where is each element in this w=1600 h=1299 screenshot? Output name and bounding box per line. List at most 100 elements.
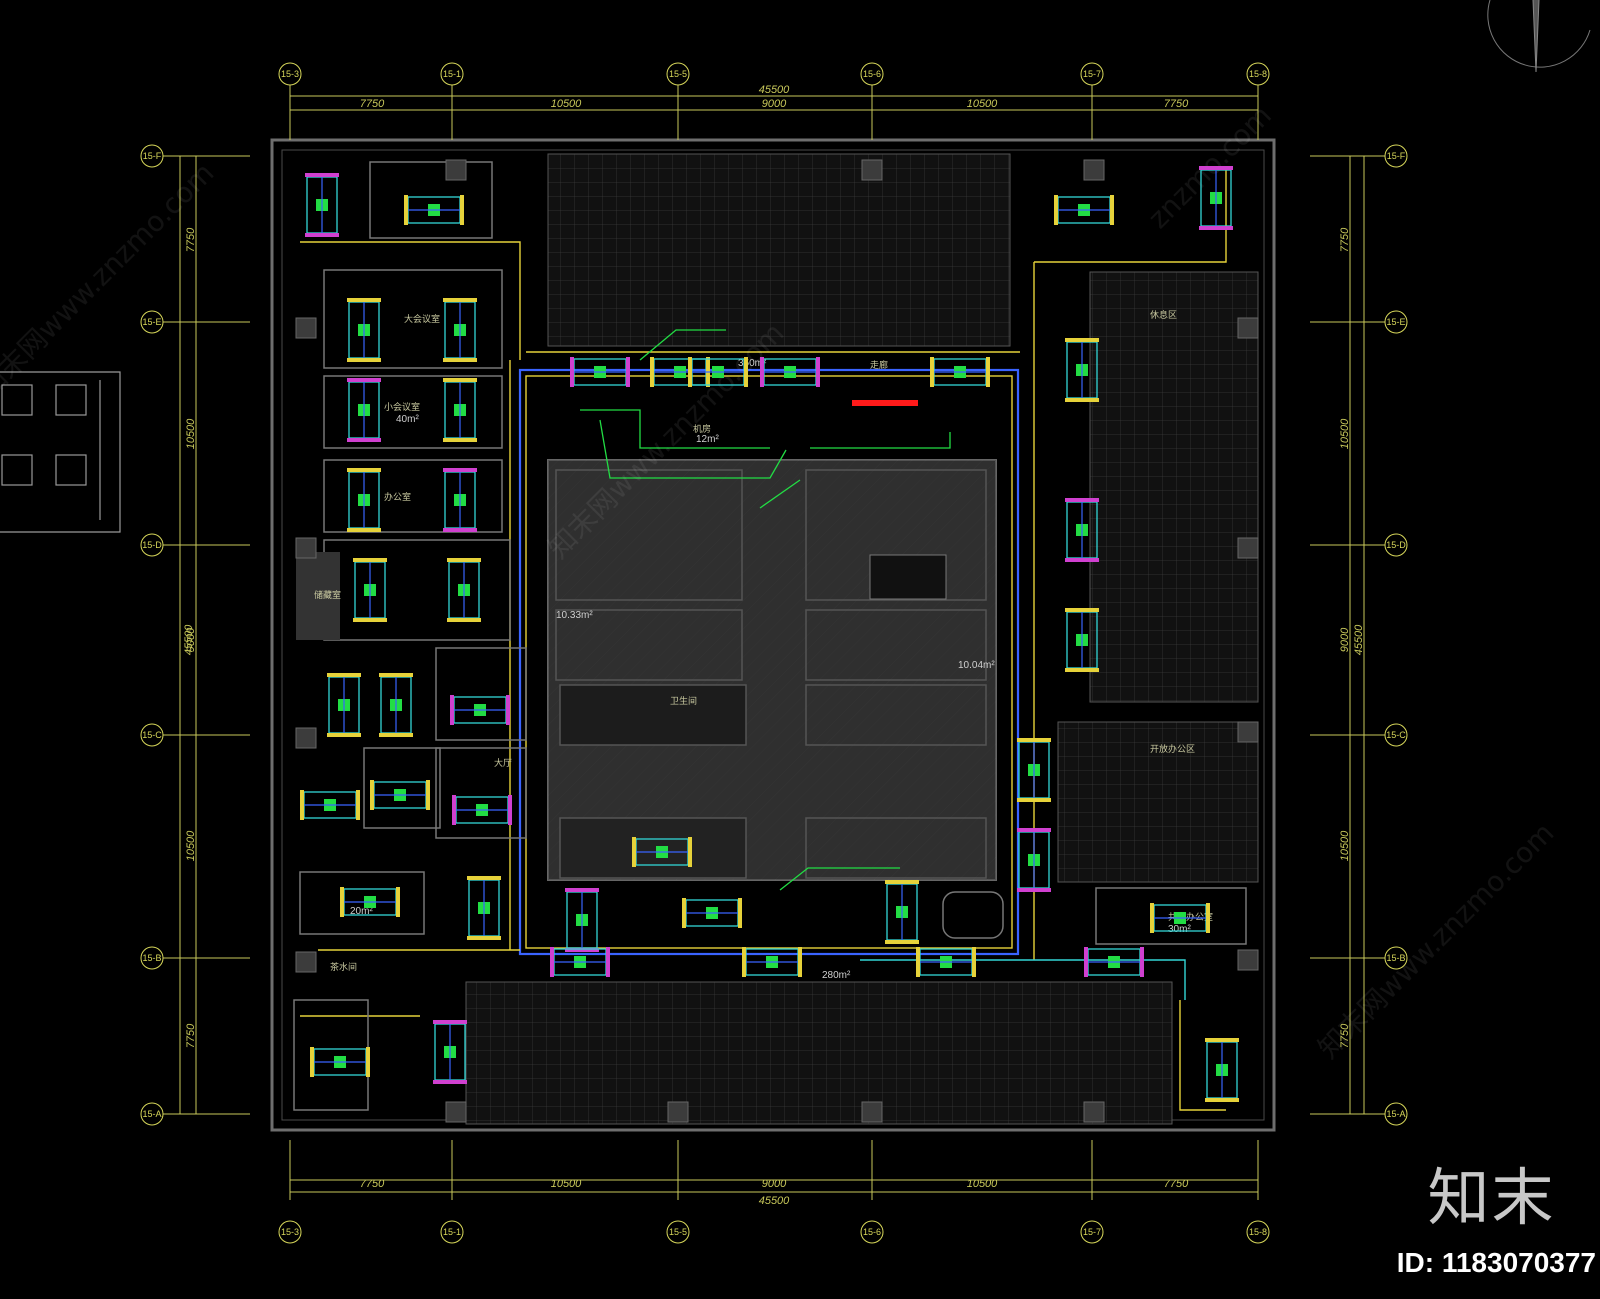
brand-logo: 知末 bbox=[1427, 1161, 1556, 1234]
svg-text:15-F: 15-F bbox=[143, 151, 162, 161]
dim-span-left-2: 10500 bbox=[185, 418, 197, 449]
grid-axis-bottom-5: 15-7 bbox=[1080, 1220, 1104, 1244]
grid-axis-left-1: 15-F bbox=[140, 144, 164, 168]
dim-span-bottom-5: 7750 bbox=[1164, 1178, 1189, 1190]
grid-axis-right-4: 15-C bbox=[1384, 723, 1408, 747]
ceiling-grid-bottom bbox=[465, 981, 1173, 1125]
area-label-left-b: 20m² bbox=[350, 906, 373, 917]
hvac-unit-icon bbox=[433, 1020, 467, 1084]
dim-span-bottom-3: 9000 bbox=[762, 1178, 787, 1190]
hvac-unit-icon bbox=[916, 947, 976, 977]
ceiling-grid-right-lower bbox=[1057, 721, 1259, 883]
room-label-lounge: 休息区 bbox=[1150, 309, 1177, 321]
dim-overall-bottom: 45500 bbox=[759, 1195, 790, 1207]
north-arrow-icon bbox=[1487, 0, 1591, 73]
svg-text:15-5: 15-5 bbox=[669, 1227, 687, 1237]
hvac-units bbox=[300, 166, 1239, 1102]
svg-text:15-6: 15-6 bbox=[863, 69, 881, 79]
hvac-unit-icon bbox=[452, 795, 512, 825]
dim-span-right-5: 7750 bbox=[1339, 1023, 1351, 1048]
grid-axis-right-5: 15-B bbox=[1384, 946, 1408, 970]
hvac-unit-icon bbox=[1017, 738, 1051, 802]
dim-span-top-1: 7750 bbox=[360, 98, 385, 110]
hvac-unit-icon bbox=[570, 357, 630, 387]
hvac-unit-icon bbox=[347, 468, 381, 532]
hvac-unit-icon bbox=[1065, 498, 1099, 562]
grid-axis-top-1: 15-3 bbox=[278, 62, 302, 86]
hvac-unit-icon bbox=[404, 195, 464, 225]
dim-span-left-3: 9000 bbox=[185, 627, 197, 652]
hvac-unit-icon bbox=[347, 378, 381, 442]
grid-axis-top-6: 15-8 bbox=[1246, 62, 1270, 86]
grid-axis-left-6: 15-A bbox=[140, 1102, 164, 1126]
grid-axis-top-2: 15-1 bbox=[440, 62, 464, 86]
dim-span-left-1: 7750 bbox=[185, 227, 197, 252]
hvac-unit-icon bbox=[688, 357, 748, 387]
hvac-unit-icon bbox=[1199, 166, 1233, 230]
svg-text:15-F: 15-F bbox=[1387, 151, 1406, 161]
svg-text:15-D: 15-D bbox=[142, 540, 162, 550]
grid-axis-right-2: 15-E bbox=[1384, 310, 1408, 334]
dim-span-top-4: 10500 bbox=[967, 98, 998, 110]
hvac-unit-icon bbox=[353, 558, 387, 622]
room-label-open-office: 开放办公区 bbox=[1150, 743, 1195, 755]
hvac-unit-icon bbox=[1065, 608, 1099, 672]
room-label-meeting-large: 大会议室 bbox=[404, 313, 440, 325]
svg-text:15-1: 15-1 bbox=[443, 1227, 461, 1237]
room-label-office: 办公室 bbox=[384, 491, 411, 503]
area-label-bottom-mid: 280m² bbox=[822, 970, 851, 981]
grid-axis-top-3: 15-5 bbox=[666, 62, 690, 86]
grid-axis-bottom-6: 15-8 bbox=[1246, 1220, 1270, 1244]
svg-text:15-A: 15-A bbox=[142, 1109, 161, 1119]
hvac-unit-icon bbox=[550, 947, 610, 977]
dim-span-right-4: 10500 bbox=[1339, 830, 1351, 861]
dim-span-bottom-1: 7750 bbox=[360, 1178, 385, 1190]
hvac-unit-icon bbox=[443, 298, 477, 362]
hvac-unit-icon bbox=[1084, 947, 1144, 977]
svg-text:15-A: 15-A bbox=[1386, 1109, 1405, 1119]
svg-text:15-5: 15-5 bbox=[669, 69, 687, 79]
svg-text:15-7: 15-7 bbox=[1083, 69, 1101, 79]
hvac-unit-icon bbox=[305, 173, 339, 237]
hvac-unit-icon bbox=[450, 695, 510, 725]
grid-axis-bottom-4: 15-6 bbox=[860, 1220, 884, 1244]
room-label-meeting-small: 小会议室 bbox=[384, 401, 420, 413]
area-label-core-right: 10.04m² bbox=[958, 660, 995, 671]
hvac-unit-icon bbox=[443, 468, 477, 532]
grid-axis-left-4: 15-C bbox=[140, 723, 164, 747]
area-label-left-a: 40m² bbox=[396, 414, 419, 425]
svg-text:15-E: 15-E bbox=[142, 317, 161, 327]
hvac-unit-icon bbox=[1065, 338, 1099, 402]
grid-axis-left-5: 15-B bbox=[140, 946, 164, 970]
red-accent-bar bbox=[852, 400, 918, 406]
image-id-label: ID: 1183070377 bbox=[1396, 1247, 1596, 1278]
svg-text:15-7: 15-7 bbox=[1083, 1227, 1101, 1237]
dim-span-right-1: 7750 bbox=[1339, 227, 1351, 252]
dim-overall-left: 45500 bbox=[183, 624, 195, 655]
dim-span-bottom-4: 10500 bbox=[967, 1178, 998, 1190]
grid-axis-top-5: 15-7 bbox=[1080, 62, 1104, 86]
svg-text:15-3: 15-3 bbox=[281, 69, 299, 79]
room-label-restroom: 卫生间 bbox=[670, 695, 697, 707]
hvac-unit-icon bbox=[443, 378, 477, 442]
svg-text:15-8: 15-8 bbox=[1249, 1227, 1267, 1237]
hvac-unit-icon bbox=[1205, 1038, 1239, 1102]
dim-span-top-3: 9000 bbox=[762, 98, 787, 110]
hvac-unit-icon bbox=[760, 357, 820, 387]
ceiling-grid-top bbox=[547, 153, 1011, 347]
dim-span-right-3: 9000 bbox=[1339, 627, 1351, 652]
room-label-server: 机房 bbox=[693, 423, 711, 435]
ceiling-grid-right bbox=[1089, 271, 1259, 703]
grid-axis-bottom-3: 15-5 bbox=[666, 1220, 690, 1244]
hvac-unit-icon bbox=[682, 898, 742, 928]
svg-text:15-8: 15-8 bbox=[1249, 69, 1267, 79]
svg-text:15-1: 15-1 bbox=[443, 69, 461, 79]
grid-axis-right-6: 15-A bbox=[1384, 1102, 1408, 1126]
hvac-unit-icon bbox=[379, 673, 413, 737]
watermark-text-1: 知末网www.znzmo.com bbox=[0, 156, 220, 405]
grid-axis-bottom-1: 15-3 bbox=[278, 1220, 302, 1244]
hvac-unit-icon bbox=[447, 558, 481, 622]
svg-text:15-D: 15-D bbox=[1386, 540, 1406, 550]
hvac-unit-icon bbox=[742, 947, 802, 977]
